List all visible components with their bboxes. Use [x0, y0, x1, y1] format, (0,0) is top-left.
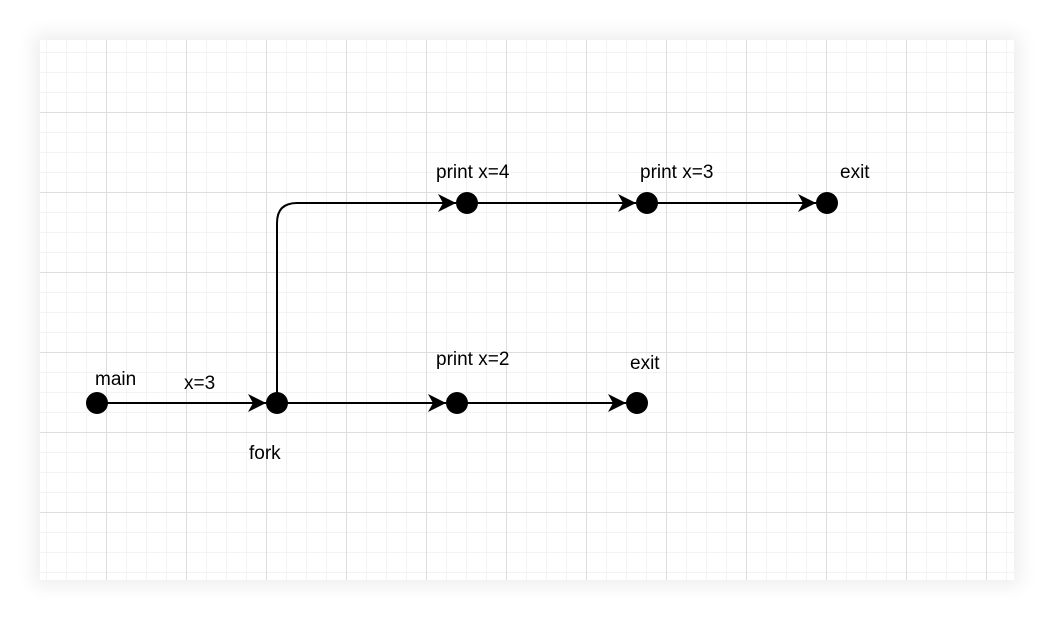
- arrowhead: [798, 194, 816, 212]
- node-print2[interactable]: [446, 392, 468, 414]
- arrowhead: [608, 394, 626, 412]
- node-print3[interactable]: [636, 192, 658, 214]
- grid: [40, 40, 1014, 580]
- diagram-canvas: main fork print x=4 print x=3 exit print…: [40, 40, 1014, 580]
- label-exit-parent: exit: [840, 162, 870, 183]
- nodes: [86, 192, 838, 414]
- node-fork[interactable]: [266, 392, 288, 414]
- label-print4: print x=4: [436, 162, 510, 183]
- label-print2: print x=2: [436, 349, 509, 370]
- node-exit-child[interactable]: [626, 392, 648, 414]
- label-exit-child: exit: [630, 353, 660, 374]
- edge-label-x3: x=3: [184, 373, 215, 394]
- node-print4[interactable]: [456, 192, 478, 214]
- arrowhead: [248, 394, 266, 412]
- arrowhead: [618, 194, 636, 212]
- edge-fork-print4[interactable]: [276, 202, 456, 403]
- label-fork: fork: [249, 443, 281, 464]
- node-exit-parent[interactable]: [816, 192, 838, 214]
- edges: [97, 194, 816, 412]
- arrowhead: [438, 194, 456, 212]
- label-print3: print x=3: [640, 162, 713, 183]
- label-main: main: [95, 369, 136, 390]
- arrowhead: [428, 394, 446, 412]
- labels: main fork print x=4 print x=3 exit print…: [95, 162, 870, 464]
- node-main[interactable]: [86, 392, 108, 414]
- diagram-svg: main fork print x=4 print x=3 exit print…: [40, 40, 1014, 580]
